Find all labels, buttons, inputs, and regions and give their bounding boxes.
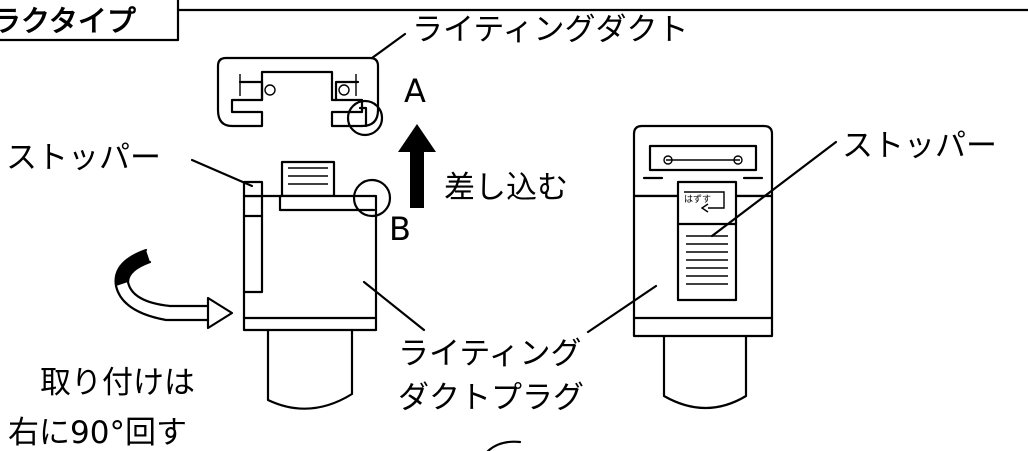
duct-plug-side-view <box>242 160 378 410</box>
stopper-right-label: ストッパー <box>842 128 997 164</box>
lighting-duct-section <box>216 56 380 128</box>
detail-circle-a <box>346 99 384 137</box>
stopper-left-label: ストッパー <box>6 140 161 176</box>
release-tab-text: はずす <box>684 194 711 205</box>
install-instruction-line1: 取り付けは <box>40 365 195 401</box>
section-tag-text: ラクタイプ <box>0 4 137 38</box>
plug-label-line2: ダクトプラグ <box>398 380 584 416</box>
point-b-label: B <box>389 210 411 248</box>
lighting-duct-label: ライティングダクト <box>412 12 689 48</box>
insert-label: 差し込む <box>444 170 568 206</box>
plug-label-line1: ライティング <box>398 336 582 372</box>
point-a-label: A <box>404 72 426 110</box>
insert-arrow <box>398 124 436 208</box>
install-instruction-line2: 右に90°回す <box>8 415 187 451</box>
duct-plug-front-view: はずす <box>632 124 774 410</box>
rotation-arrow <box>114 248 234 330</box>
section-tag: ラクタイプ <box>0 0 1028 42</box>
detail-circle-b <box>352 178 392 218</box>
